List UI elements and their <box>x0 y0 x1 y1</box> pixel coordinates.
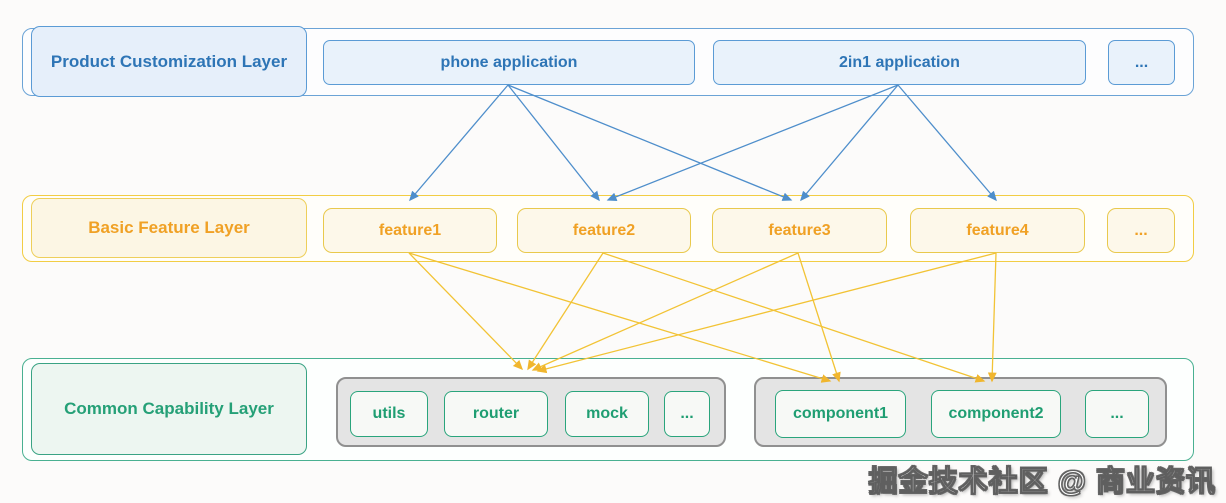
feature1-box: feature1 <box>323 208 497 253</box>
feature4-box: feature4 <box>910 208 1085 253</box>
feature3-box: feature3 <box>712 208 887 253</box>
capability-layer-label: Common Capability Layer <box>31 363 307 455</box>
feature2-box: feature2 <box>517 208 691 253</box>
components-more-box: ... <box>1085 390 1149 438</box>
component2-box: component2 <box>931 390 1061 438</box>
product-more-box: ... <box>1108 40 1175 85</box>
edge-feature1-basegroup <box>408 252 523 371</box>
mock-box: mock <box>565 391 649 437</box>
feature-more-box: ... <box>1107 208 1175 253</box>
watermark-text: 掘金技术社区 @ 商业资讯 <box>868 466 1216 499</box>
phone-application-box: phone application <box>323 40 695 85</box>
utils-box: utils <box>350 391 428 437</box>
2in1-application-box: 2in1 application <box>713 40 1086 85</box>
router-box: router <box>444 391 548 437</box>
component1-box: component1 <box>775 390 906 438</box>
feature-layer-label: Basic Feature Layer <box>31 198 307 258</box>
edge-phone-feature3 <box>507 84 793 201</box>
edge-feature4-basegroup <box>536 252 997 374</box>
base-capability-group: utils router mock ... <box>336 377 726 447</box>
basic-feature-layer: Basic Feature Layer feature1 feature2 fe… <box>22 195 1194 262</box>
base-more-box: ... <box>664 391 710 437</box>
common-capability-layer: Common Capability Layer utils router moc… <box>22 358 1194 461</box>
edge-2in1-feature4 <box>897 84 997 202</box>
edge-feature3-basegroup <box>531 252 799 371</box>
edge-phone-feature2 <box>507 84 600 202</box>
edge-2in1-feature3 <box>800 84 899 202</box>
component-group: component1 component2 ... <box>754 377 1167 447</box>
edge-2in1-feature2 <box>606 84 899 201</box>
edge-feature2-basegroup <box>527 252 604 371</box>
edge-phone-feature1 <box>409 84 509 202</box>
product-customization-layer: Product Customization Layer phone applic… <box>22 26 1194 97</box>
product-layer-label: Product Customization Layer <box>31 26 307 97</box>
